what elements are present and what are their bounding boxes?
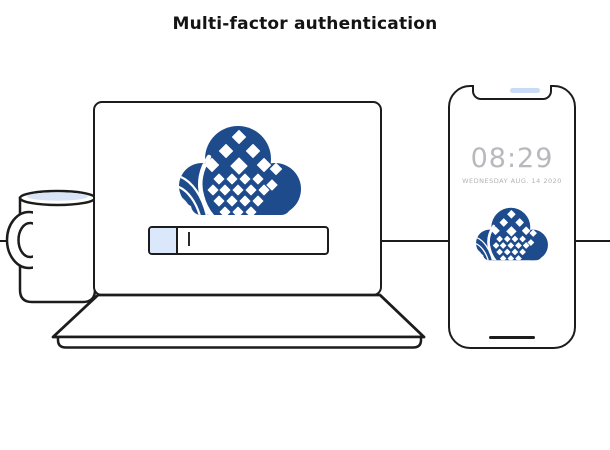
coffee-surface (27, 192, 88, 201)
phone: 08:29 WEDNESDAY AUG. 14 2020 (448, 84, 576, 349)
laptop-screen (93, 101, 382, 296)
coffee-mug (5, 189, 97, 304)
home-indicator (489, 336, 535, 339)
laptop-base-lip (56, 335, 423, 349)
phone-speaker-icon (510, 88, 540, 93)
text-cursor (188, 232, 190, 246)
login-code-input[interactable] (148, 226, 329, 255)
page-title: Multi-factor authentication (172, 14, 438, 34)
lock-screen-time: 08:29 (470, 143, 554, 174)
cloud-logo-icon (179, 123, 301, 218)
mug-handle (5, 210, 33, 270)
cloud-logo-icon (476, 206, 548, 262)
laptop-keyboard-deck (51, 293, 426, 339)
input-icon-box (150, 228, 178, 253)
laptop-base (51, 293, 426, 349)
phone-notch (472, 84, 552, 100)
lock-screen-date: WEDNESDAY AUG. 14 2020 (462, 177, 562, 185)
